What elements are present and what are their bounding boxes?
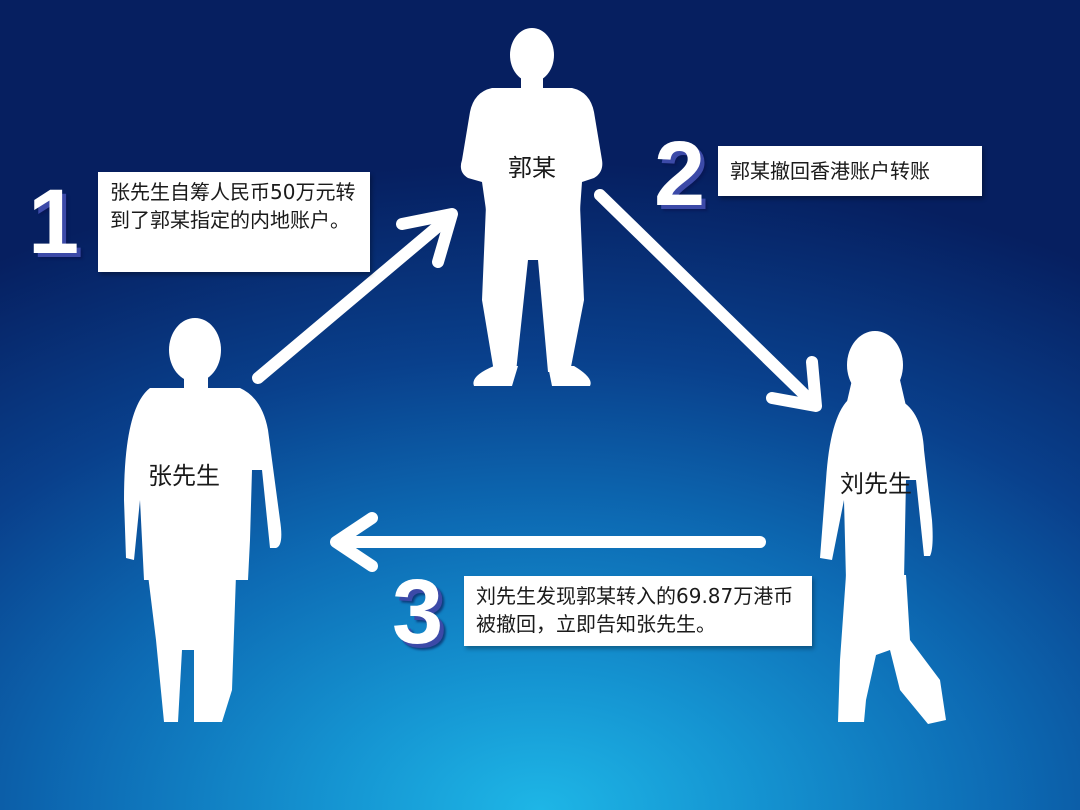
label-liu: 刘先生 — [840, 470, 912, 498]
step-1-text: 张先生自筹人民币50万元转到了郭某指定的内地账户。 — [110, 180, 356, 232]
silhouette-zhang — [124, 318, 282, 722]
step-3-textbox: 刘先生发现郭某转入的69.87万港币被撤回，立即告知张先生。 — [464, 576, 812, 646]
step-3-number: 3 — [392, 561, 444, 663]
arrow-guo-to-liu — [594, 189, 822, 412]
step-2-textbox: 郭某撤回香港账户转账 — [718, 146, 982, 196]
label-zhang: 张先生 — [148, 462, 220, 490]
step-2-number: 2 — [654, 123, 706, 225]
silhouette-liu — [820, 331, 946, 724]
step-1-textbox: 张先生自筹人民币50万元转到了郭某指定的内地账户。 — [98, 172, 370, 272]
step-2-text: 郭某撤回香港账户转账 — [730, 159, 930, 183]
step-1-number: 1 — [28, 171, 80, 273]
label-guo: 郭某 — [508, 154, 556, 182]
step-3-text: 刘先生发现郭某转入的69.87万港币被撤回，立即告知张先生。 — [476, 584, 794, 636]
arrow-zhang-to-guo — [252, 208, 458, 384]
silhouette-guo — [460, 28, 603, 386]
arrow-liu-to-zhang — [330, 512, 766, 572]
